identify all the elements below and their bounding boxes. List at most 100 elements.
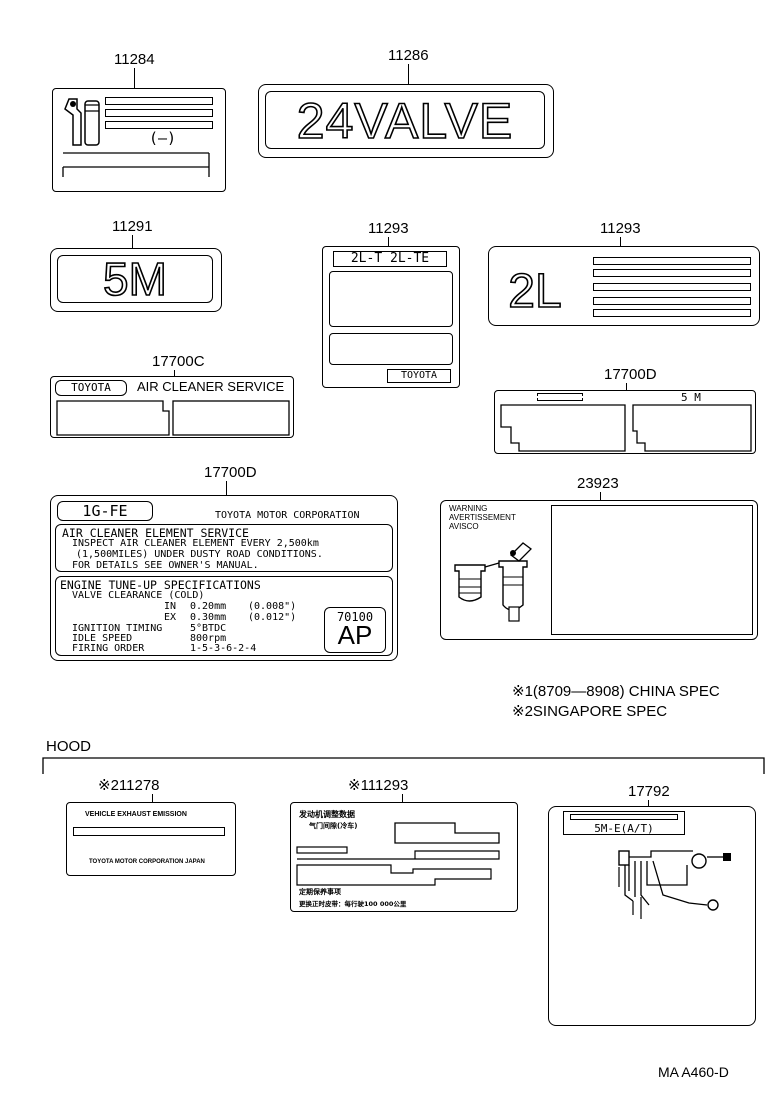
blank-area: [329, 333, 453, 365]
emblem-inner-border: [265, 91, 545, 149]
emblem-5m-text: 5M: [102, 252, 168, 306]
in-inch: (0.008"): [248, 601, 297, 612]
leader-line: [600, 492, 601, 500]
part-number-11291: 11291: [112, 218, 153, 235]
part-number-17700d-large: 17700D: [204, 464, 257, 481]
china-footer: 定期保养事项: [299, 888, 341, 896]
ap-code-box: 70100 AP: [324, 607, 386, 653]
in-mm: 0.20mm: [190, 601, 227, 612]
idle-value: 800rpm: [190, 633, 227, 644]
ex-label: EX: [164, 612, 177, 623]
leader-line: [402, 794, 403, 804]
in-label: IN: [164, 601, 177, 612]
part-number-11284: 11284: [114, 51, 155, 68]
text-placeholder-bar: [105, 109, 213, 117]
footer-tag: TOYOTA: [387, 369, 451, 383]
leader-line: [132, 235, 133, 249]
ace-line: FOR DETAILS SEE OWNER'S MANUAL.: [72, 560, 259, 571]
note-singapore-spec: ※2SINGAPORE SPEC: [512, 703, 668, 720]
ap-text: AP: [337, 620, 373, 650]
leader-line: [134, 68, 135, 88]
china-title: 发动机调整数据: [299, 810, 355, 819]
part-number-11293-right: 11293: [600, 220, 641, 237]
label-11293-2l: 2L: [488, 246, 760, 326]
idle-label: IDLE SPEED: [72, 633, 133, 644]
part-number-11286: 11286: [388, 47, 429, 64]
text-placeholder-bar: [570, 814, 678, 820]
ace-line: INSPECT AIR CLEANER ELEMENT EVERY 2,500k…: [72, 538, 319, 549]
text-placeholder-bar: [593, 269, 751, 277]
tune-title: ENGINE TUNE-UP SPECIFICATIONS: [60, 578, 261, 592]
firing-value: 1-5-3-6-2-4: [190, 643, 257, 654]
ex-mm: 0.30mm: [190, 612, 227, 623]
paren-mark: (—): [149, 129, 177, 147]
part-number-17700d-small: 17700D: [604, 366, 657, 383]
leader-line: [626, 383, 627, 390]
emblem-2l-text: 2L: [508, 264, 563, 319]
emblem-5m: 5M: [50, 248, 222, 312]
header-tag: 2L-T 2L-TE: [333, 251, 447, 267]
ace-line: (1,500MILES) UNDER DUSTY ROAD CONDITIONS…: [76, 549, 323, 560]
leader-line: [408, 64, 409, 84]
vacuum-hose-diagram: [618, 850, 731, 919]
label-17700d-1gfe: 1G-FE TOYOTA MOTOR CORPORATION AIR CLEAN…: [50, 495, 398, 661]
ignition-value: 5°BTDC: [190, 623, 227, 634]
text-placeholder-bar: [105, 121, 213, 129]
text-placeholder-bar: [105, 97, 213, 105]
note-china-spec: ※1(8709—8908) CHINA SPEC: [512, 683, 720, 700]
label-tag: 5M-E(A/T): [563, 811, 685, 835]
emblem-24valve-text: 24VALVE: [296, 92, 513, 150]
tune-up-section: ENGINE TUNE-UP SPECIFICATIONS VALVE CLEA…: [55, 576, 393, 656]
wrench-icon: [64, 98, 100, 146]
ignition-label: IGNITION TIMING: [72, 623, 163, 634]
firing-label: FIRING ORDER: [72, 643, 145, 654]
leader-line: [388, 237, 389, 246]
leader-line: [152, 794, 153, 804]
label-11278-emission: VEHICLE EXHAUST EMISSION TOYOTA MOTOR CO…: [66, 802, 236, 876]
footer-text: TOYOTA: [400, 370, 438, 381]
label-11293-china: 发动机调整数据 气门间隙(冷车) 定期保养事项 更换正时皮带：每行驶100 00…: [290, 802, 518, 912]
toyota-text: TOYOTA: [71, 381, 111, 394]
code-text: 70100: [336, 610, 374, 624]
blank-area: [551, 505, 753, 635]
china-sub: 气门间隙(冷车): [309, 822, 358, 830]
part-number-11293-china: ※111293: [348, 777, 409, 794]
small-tag: [537, 393, 583, 401]
text-placeholder-bar: [593, 297, 751, 305]
emblem-24valve: 24VALVE: [258, 84, 554, 158]
blank-area: [329, 271, 453, 327]
corp-text: TOYOTA MOTOR CORPORATION: [215, 510, 360, 521]
part-number-23923: 23923: [577, 475, 619, 492]
emblem-text: 24VALVE: [297, 93, 513, 149]
part-number-11278: ※211278: [98, 777, 160, 794]
label-11284: (—): [52, 88, 226, 192]
leader-line: [620, 237, 621, 246]
hood-bracket: [42, 757, 765, 774]
text-placeholder-bar: [593, 283, 751, 291]
part-number-17700c: 17700C: [152, 353, 205, 370]
china-panels: [296, 822, 500, 886]
tag-text: 5M-E(A/T): [594, 822, 654, 835]
line-decoration: [62, 152, 210, 177]
text-placeholder-bar: [593, 309, 751, 317]
emblem-text: 5M: [103, 253, 167, 305]
label-panels: [500, 404, 752, 452]
label-17792-vacuum: 5M-E(A/T): [548, 806, 756, 1026]
leader-line: [226, 481, 227, 495]
engine-tag: 1G-FE: [57, 501, 153, 521]
valve-clearance: VALVE CLEARANCE (COLD): [72, 590, 205, 601]
warning-text: WARNING: [449, 504, 488, 513]
leader-line: [174, 370, 175, 376]
label-11293-2lt: 2L-T 2L-TE TOYOTA: [322, 246, 460, 388]
warning-text: AVISCO: [449, 522, 479, 531]
label-17700c: TOYOTA AIR CLEANER SERVICE: [50, 376, 294, 438]
emission-corp: TOYOTA MOTOR CORPORATION JAPAN: [89, 859, 205, 865]
part-number-17792: 17792: [628, 783, 670, 800]
ex-inch: (0.012"): [248, 612, 297, 623]
fuel-filter-icon: [454, 542, 532, 622]
emblem-inner-border: [57, 255, 213, 303]
air-cleaner-section: AIR CLEANER ELEMENT SERVICE INSPECT AIR …: [55, 524, 393, 572]
emission-title: VEHICLE EXHAUST EMISSION: [85, 811, 187, 818]
hood-heading: HOOD: [46, 738, 91, 755]
label-23923-warning: WARNING AVERTISSEMENT AVISCO: [440, 500, 758, 640]
